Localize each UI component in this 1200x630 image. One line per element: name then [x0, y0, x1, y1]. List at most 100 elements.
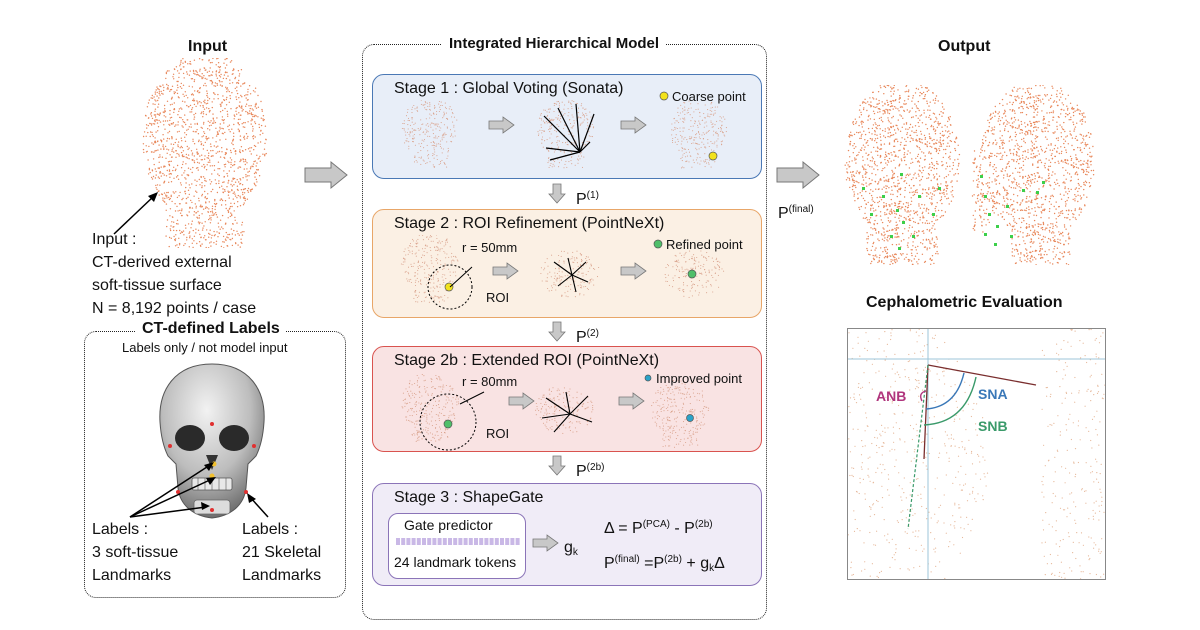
skeletal-landmark-dot: [176, 490, 180, 494]
gate-predictor-box: [388, 513, 526, 579]
stage2-roi-label: ROI: [486, 290, 510, 305]
stage1-head-voting: [537, 100, 595, 169]
ceph-panel: [847, 328, 1106, 580]
stage1-arrow-1: [488, 116, 515, 134]
stage2-head-roi: [400, 235, 473, 310]
eq-sup: (2b): [694, 519, 713, 530]
soft-label-line: 3 soft-tissue: [92, 544, 179, 561]
skeletal-landmark-dot: [252, 444, 256, 448]
landmark-token: [463, 538, 468, 545]
labels-box-subtitle: Labels only / not model input: [122, 340, 288, 355]
eq-part: =P: [639, 555, 665, 572]
eq-part: Δ: [714, 555, 725, 572]
landmark-markers: [980, 175, 1045, 246]
landmark-marker: [1022, 189, 1025, 192]
coarse-point-legend-dot: [659, 91, 669, 101]
labels-box-title: CT-defined Labels: [136, 320, 286, 338]
landmark-token: [442, 538, 447, 545]
landmark-marker: [902, 221, 905, 224]
stage2-arrow-2: [620, 262, 647, 280]
stage1-head-result: [671, 100, 727, 169]
eq-sup: (PCA): [642, 519, 670, 530]
stage2b-roi-label: ROI: [486, 426, 510, 441]
eq-sub: k: [709, 563, 715, 574]
voting-rays: [553, 257, 589, 293]
point-cloud: [971, 85, 1095, 265]
improved-point-legend: Improved point: [656, 371, 742, 386]
down-arrow-p2b: [548, 455, 566, 476]
input-desc-line: CT-derived external: [92, 254, 232, 271]
eq-part: Δ = P: [604, 520, 643, 537]
point-cloud: [844, 85, 961, 265]
p-sup: (1): [586, 190, 599, 201]
landmark-token: [437, 538, 442, 545]
p-base: P: [576, 329, 587, 346]
refined-point-legend-dot: [653, 239, 663, 249]
eq-part: + g: [681, 555, 710, 572]
skeletal-label-line: Landmarks: [242, 567, 322, 584]
soft-label-line: Labels :: [92, 521, 149, 538]
voting-rays: [541, 391, 593, 433]
p2-label: P(2): [576, 322, 599, 349]
sna-label: SNA: [978, 386, 1008, 402]
p-base: P: [576, 191, 587, 208]
skeletal-landmark-dot: [210, 508, 214, 512]
refined-point-marker: [443, 419, 453, 429]
landmark-marker: [1042, 181, 1045, 184]
point-cloud: [535, 387, 594, 434]
point-cloud: [848, 329, 1105, 579]
stage2-box: [372, 209, 762, 318]
landmark-marker: [898, 247, 901, 250]
p1-label: P(1): [576, 184, 599, 211]
landmark-marker: [1006, 205, 1009, 208]
gate-predictor-title: Gate predictor: [404, 517, 493, 533]
landmark-marker: [996, 225, 999, 228]
output-heading: Output: [938, 38, 991, 55]
eq-sup: (final): [614, 554, 640, 565]
gate-output-arrow: [532, 534, 559, 552]
ceph-heading: Cephalometric Evaluation: [866, 294, 1063, 311]
stage2b-crop-voting: [535, 387, 594, 434]
landmark-token: [453, 538, 458, 545]
landmark-token: [468, 538, 473, 545]
gk-sub: k: [572, 547, 578, 558]
p2b-label: P(2b): [576, 456, 604, 483]
stage3-title: Stage 3 : ShapeGate: [394, 489, 544, 506]
ceph-figure: [848, 329, 1105, 579]
stage2-arrow-1: [492, 262, 519, 280]
eq-sup: (2b): [664, 554, 682, 565]
landmark-token: [458, 538, 463, 545]
soft-landmark-dot: [209, 473, 215, 479]
landmark-token: [484, 538, 489, 545]
landmark-token: [401, 538, 406, 545]
skeletal-landmark-dot: [168, 444, 172, 448]
point-cloud: [401, 374, 460, 443]
landmark-marker: [912, 235, 915, 238]
input-to-model-arrow: [304, 160, 348, 190]
point-cloud: [537, 100, 595, 169]
snb-arc: [923, 376, 977, 426]
landmark-marker: [984, 195, 987, 198]
refined-point-marker: [687, 269, 697, 279]
landmark-marker: [900, 173, 903, 176]
coarse-point-marker: [708, 151, 718, 161]
landmark-marker: [938, 187, 941, 190]
landmark-marker: [980, 175, 983, 178]
final-equation: P(final) =P(2b) + gkΔ: [604, 548, 725, 580]
stage2-crop-voting: [540, 250, 600, 298]
gk-label: gk: [564, 536, 578, 564]
output-head-side: [971, 85, 1095, 265]
skeletal-label-line: 21 Skeletal: [242, 544, 322, 561]
point-cloud: [651, 380, 710, 448]
stage2-title: Stage 2 : ROI Refinement (PointNeXt): [394, 215, 665, 232]
gk-base: g: [564, 539, 573, 556]
stage2b-head-roi: [401, 374, 485, 451]
landmark-marker: [918, 195, 921, 198]
nb-line: [907, 364, 929, 530]
soft-tissue-label: Labels : 3 soft-tissue Landmarks: [92, 518, 178, 587]
landmark-token: [396, 538, 400, 545]
p-sup: (2b): [586, 462, 605, 473]
landmark-marker: [994, 243, 997, 246]
stage1-title: Stage 1 : Global Voting (Sonata): [394, 80, 624, 97]
labels-pointer-arrows: [129, 462, 269, 518]
